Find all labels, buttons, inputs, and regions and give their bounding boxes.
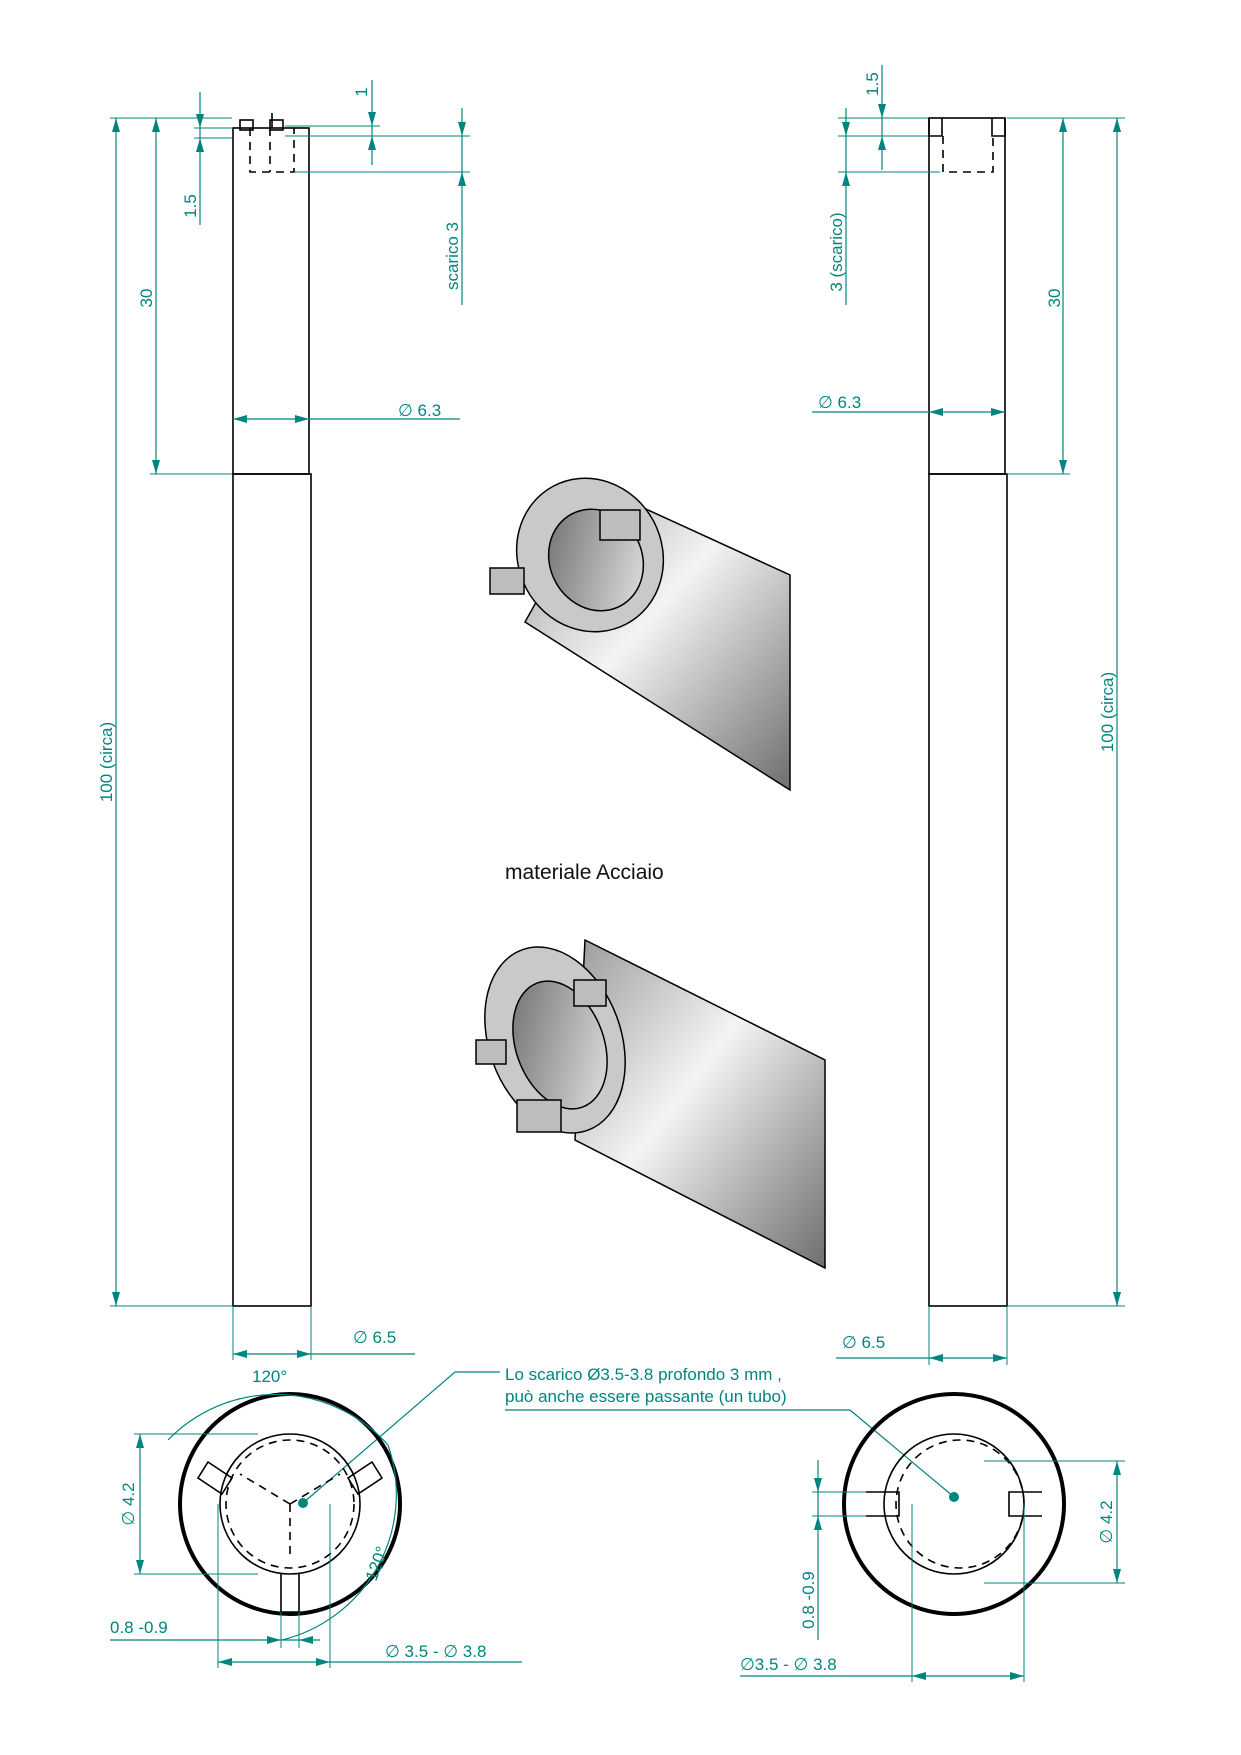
- right-dim-1-5: 1.5: [863, 72, 882, 96]
- slot-bottom: [280, 1574, 300, 1613]
- material-label: materiale Acciaio: [505, 861, 664, 884]
- iso-tab-right: [599, 509, 641, 541]
- bottom-right-end-view: ∅ 4.2 0.8 -0.9 ∅3.5 - ∅ 3.8: [740, 1392, 1125, 1682]
- left-lower-section: [232, 473, 312, 1307]
- angle-side: 120°: [362, 1544, 392, 1584]
- left-dim-d63: ∅ 6.3: [398, 401, 441, 420]
- left-side-view: 100 (circa) 30 1.5 1 scarico 3 ∅ 6.3: [97, 80, 470, 1360]
- slot-right: [346, 1460, 384, 1496]
- note-line-2: può anche essere passante (un tubo): [505, 1387, 787, 1406]
- iso-tab-1: [475, 1039, 507, 1065]
- right-dim-30: 30: [1045, 289, 1064, 308]
- iso-tab-3: [516, 1099, 562, 1133]
- isometric-render-three-tabs: [475, 938, 826, 1270]
- right-side-view: 1.5 3 (scarico) 30 100 (circa) ∅ 6.3 ∅ 6…: [812, 65, 1125, 1365]
- br-dim-bore: ∅3.5 - ∅ 3.8: [740, 1655, 837, 1674]
- angle-top: 120°: [252, 1367, 287, 1386]
- left-dim-scarico: scarico 3: [443, 222, 462, 290]
- left-hidden-bore: [249, 128, 295, 173]
- br-dim-d42: ∅ 4.2: [1097, 1500, 1116, 1543]
- right-top-notch-2: [991, 118, 1006, 137]
- left-dim-1: 1: [352, 87, 371, 96]
- left-dim-d65: ∅ 6.5: [353, 1328, 396, 1347]
- iso-tab-2: [573, 979, 607, 1007]
- right-dim-d63: ∅ 6.3: [818, 393, 861, 412]
- rslot-right: [1008, 1491, 1042, 1517]
- right-dim-100: 100 (circa): [1098, 672, 1117, 752]
- left-dim-1-5: 1.5: [181, 194, 200, 218]
- left-dim-100: 100 (circa): [97, 722, 116, 802]
- right-hidden-bore: [942, 136, 994, 173]
- bl-dim-slot: 0.8 -0.9: [110, 1618, 168, 1637]
- br-dim-slot: 0.8 -0.9: [799, 1571, 818, 1629]
- note-callout: Lo scarico Ø3.5-3.8 profondo 3 mm , può …: [298, 1365, 959, 1508]
- slot-left: [196, 1460, 234, 1496]
- bl-dim-bore: ∅ 3.5 - ∅ 3.8: [385, 1642, 486, 1661]
- iso-tab-left: [489, 567, 525, 595]
- bl-dim-d42: ∅ 4.2: [119, 1482, 138, 1525]
- right-dim-d65: ∅ 6.5: [842, 1333, 885, 1352]
- isometric-render-two-tabs: [489, 477, 791, 792]
- rslot-left: [866, 1491, 900, 1517]
- bottom-left-end-view: 120° 120° ∅ 4.2 0.8 -0.9 ∅ 3.5 - ∅ 3.8: [110, 1367, 522, 1668]
- left-top-tab-2: [269, 119, 284, 131]
- note-line-1: Lo scarico Ø3.5-3.8 profondo 3 mm ,: [505, 1365, 782, 1384]
- right-dim-scarico: 3 (scarico): [827, 212, 846, 291]
- right-lower-section: [928, 473, 1008, 1307]
- right-top-notch-1: [928, 118, 943, 137]
- left-dim-30: 30: [137, 289, 156, 308]
- left-top-tab-1: [239, 119, 254, 131]
